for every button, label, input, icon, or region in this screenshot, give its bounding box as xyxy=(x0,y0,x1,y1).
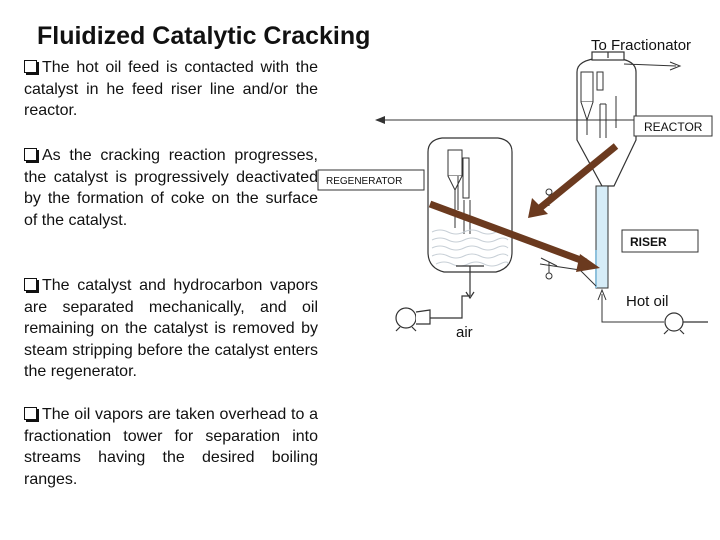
bullet-paragraph-separation: The catalyst and hydrocarbon vapors are … xyxy=(24,275,318,383)
paragraph-text: The oil vapors are taken overhead to a f… xyxy=(24,406,318,488)
reactor-label: REACTOR xyxy=(644,120,703,134)
checkbox-bullet-icon xyxy=(24,60,37,73)
hot-oil-pump-icon xyxy=(663,312,708,335)
air-label: air xyxy=(456,324,473,341)
paragraph-text: As the cracking reaction progresses, the… xyxy=(24,147,318,229)
regenerator-label-box: REGENERATOR xyxy=(317,169,425,191)
checkbox-bullet-icon xyxy=(24,148,37,161)
spent-catalyst-arrow xyxy=(528,143,619,218)
checkbox-bullet-icon xyxy=(24,407,37,420)
riser-pipe xyxy=(595,185,609,289)
reactor-label-box: REACTOR xyxy=(633,115,713,137)
bullet-paragraph-fractionation: The oil vapors are taken overhead to a f… xyxy=(24,404,318,490)
bullet-paragraph-feed: The hot oil feed is contacted with the c… xyxy=(24,57,318,122)
air-distributor xyxy=(456,265,484,300)
reactor-outlet-pipe xyxy=(623,61,682,71)
to-fractionator-label: To Fractionator xyxy=(591,37,691,54)
hot-oil-feed-line xyxy=(597,288,664,323)
slide-title: Fluidized Catalytic Cracking xyxy=(37,22,371,50)
hot-oil-label: Hot oil xyxy=(626,293,669,310)
paragraph-text: The catalyst and hydrocarbon vapors are … xyxy=(24,277,318,380)
regenerated-catalyst-arrow xyxy=(428,200,600,272)
regenerator-cyclone xyxy=(447,149,471,234)
regenerator-label: REGENERATOR xyxy=(326,176,402,187)
checkbox-bullet-icon xyxy=(24,278,37,291)
riser-label: RISER xyxy=(630,235,667,249)
air-blower-icon xyxy=(395,295,470,332)
riser-label-box: RISER xyxy=(621,229,699,253)
paragraph-text: The hot oil feed is contacted with the c… xyxy=(24,59,318,119)
slide-valve-lower xyxy=(540,257,558,280)
bullet-paragraph-deactivation: As the cracking reaction progresses, the… xyxy=(24,145,318,231)
